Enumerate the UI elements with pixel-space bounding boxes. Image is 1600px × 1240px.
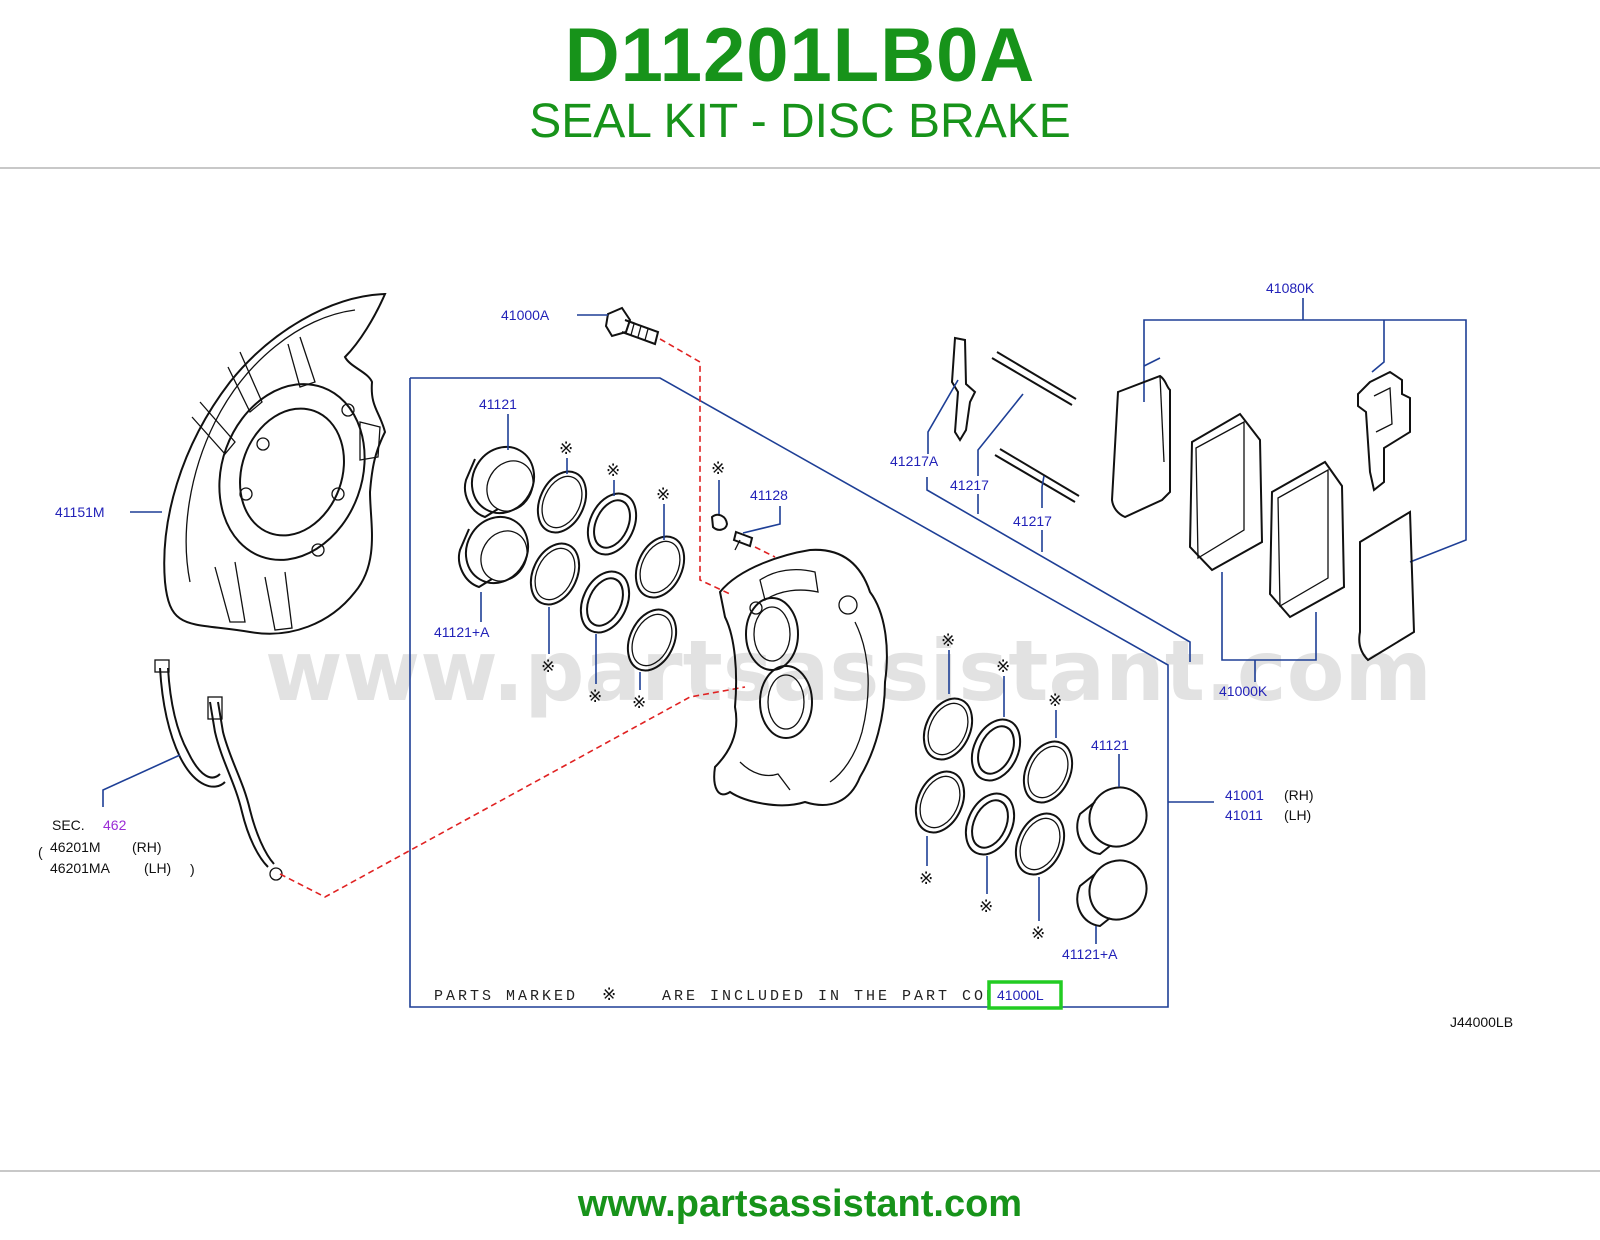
bolt-assembly-dash (659, 338, 731, 595)
pad-kit-lines (1143, 298, 1467, 563)
footer-divider (0, 1170, 1600, 1172)
page-header: D11201LB0A SEAL KIT - DISC BRAKE (0, 0, 1600, 168)
mark-seal-10: ※ (919, 869, 933, 889)
label-41121-top[interactable]: 41121 (479, 396, 517, 412)
label-41000k[interactable]: 41000K (1219, 683, 1268, 699)
mark-seal-5: ※ (588, 687, 602, 707)
label-46201m-side: (RH) (132, 839, 162, 855)
label-41121-bottom[interactable]: 41121 (1091, 737, 1129, 753)
note-suffix: ARE INCLUDED IN THE PART CODE (662, 988, 1010, 1005)
pad-set-leader (1221, 572, 1317, 661)
bleeder-leader-line (742, 506, 781, 534)
paren-left: ( (38, 844, 43, 860)
label-sec-462[interactable]: 462 (103, 817, 127, 833)
diagram-canvas: www.partsassistant.com 41151M SEC. 462 (… (38, 280, 1513, 1030)
highlight-code-background (989, 982, 1061, 1008)
label-41217a[interactable]: 41217A (890, 453, 939, 469)
anti-rattle-clip-drawing (1357, 370, 1411, 492)
top-pistons-drawing (458, 445, 536, 589)
footer-url-link[interactable]: www.partsassistant.com (577, 1183, 1023, 1225)
mark-seal-6: ※ (632, 693, 646, 713)
mark-seal-3: ※ (656, 485, 670, 505)
paren-right: ) (190, 861, 195, 877)
pin-2-leader (1041, 475, 1045, 508)
bottom-pistons-drawing (1076, 786, 1148, 928)
label-46201m[interactable]: 46201M (50, 839, 101, 855)
label-41011-side: (LH) (1284, 807, 1311, 823)
caliper-body-drawing (713, 548, 888, 807)
pin-1-leader (977, 393, 1024, 476)
mark-seal-11: ※ (979, 897, 993, 917)
part-description-title: SEAL KIT - DISC BRAKE (529, 95, 1071, 148)
bleeder-assembly-dash (754, 546, 776, 558)
note-mark: ※ (602, 985, 616, 1005)
part-number-title: D11201LB0A (564, 13, 1036, 98)
label-41000a[interactable]: 41000A (501, 307, 550, 323)
label-41080k[interactable]: 41080K (1266, 280, 1315, 296)
label-41121a-bottom[interactable]: 41121+A (1062, 946, 1118, 962)
mark-bleeder-cap: ※ (711, 459, 725, 479)
label-hose-sec: SEC. (52, 817, 85, 833)
pad-set-box-line (926, 477, 1191, 662)
bleeder-drawing (710, 513, 754, 551)
mark-seal-2: ※ (606, 461, 620, 481)
label-41217-1[interactable]: 41217 (950, 477, 989, 493)
mark-seal-12: ※ (1031, 924, 1045, 944)
mark-seal-8: ※ (996, 657, 1010, 677)
mark-seal-7: ※ (941, 631, 955, 651)
bottom-seals-drawing (914, 697, 1074, 876)
label-41001[interactable]: 41001 (1225, 787, 1264, 803)
header-divider (0, 167, 1600, 169)
highlight-box (987, 980, 1063, 1010)
label-46201ma-side: (LH) (144, 860, 171, 876)
note-prefix: PARTS MARKED (434, 988, 578, 1005)
figure-code: J44000LB (1450, 1014, 1513, 1030)
dust-shield-drawing (163, 292, 387, 635)
label-41128[interactable]: 41128 (750, 487, 788, 503)
label-41151m[interactable]: 41151M (55, 504, 105, 520)
spring-a-leader (927, 379, 959, 454)
pad-pins-drawing (950, 336, 1080, 503)
hose-assembly-dash (279, 686, 746, 898)
top-seals-drawing (529, 470, 686, 672)
hose-leader-line (102, 754, 181, 807)
mark-seal-9: ※ (1048, 691, 1062, 711)
watermark-text: www.partsassistant.com (265, 622, 1432, 720)
bolt-drawing (604, 306, 660, 346)
mark-seal-4: ※ (541, 657, 555, 677)
label-41121a-top[interactable]: 41121+A (434, 624, 490, 640)
label-41011[interactable]: 41011 (1225, 807, 1263, 823)
label-46201ma[interactable]: 46201MA (50, 860, 111, 876)
parts-diagram: www.partsassistant.com 41151M SEC. 462 (… (0, 262, 1600, 1082)
mark-seal-1: ※ (559, 439, 573, 459)
highlighted-part-code[interactable]: 41000L (997, 987, 1044, 1003)
brake-hose-drawing (154, 659, 283, 881)
brake-pads-drawing (1110, 374, 1416, 662)
caliper-group-box (409, 377, 1169, 1008)
label-41217-2[interactable]: 41217 (1013, 513, 1052, 529)
label-41001-side: (RH) (1284, 787, 1314, 803)
